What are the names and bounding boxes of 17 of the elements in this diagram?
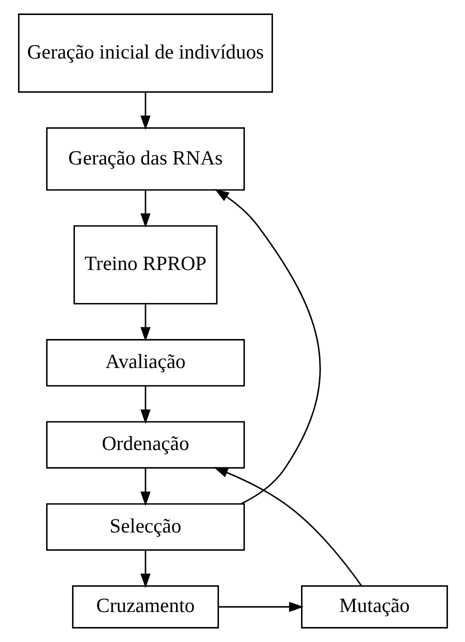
arrow	[140, 468, 150, 506]
arrow	[213, 467, 362, 586]
node-box: Mutação	[300, 585, 448, 628]
arrow	[140, 386, 150, 424]
node-box: Ordenação	[46, 421, 244, 469]
arrow	[140, 304, 150, 342]
arrow	[140, 550, 150, 588]
arrow	[140, 92, 150, 130]
node-box: Geração inicial de indivíduos	[18, 14, 272, 93]
node-box: Selecção	[46, 503, 244, 551]
node-box: Treino RPROP	[73, 225, 218, 304]
node-box: Cruzamento	[72, 585, 218, 628]
arrow	[218, 602, 304, 612]
node-box: Avaliação	[46, 339, 244, 387]
arrow	[214, 189, 320, 504]
node-box: Geração das RNAs	[46, 127, 244, 191]
arrow	[140, 190, 150, 228]
